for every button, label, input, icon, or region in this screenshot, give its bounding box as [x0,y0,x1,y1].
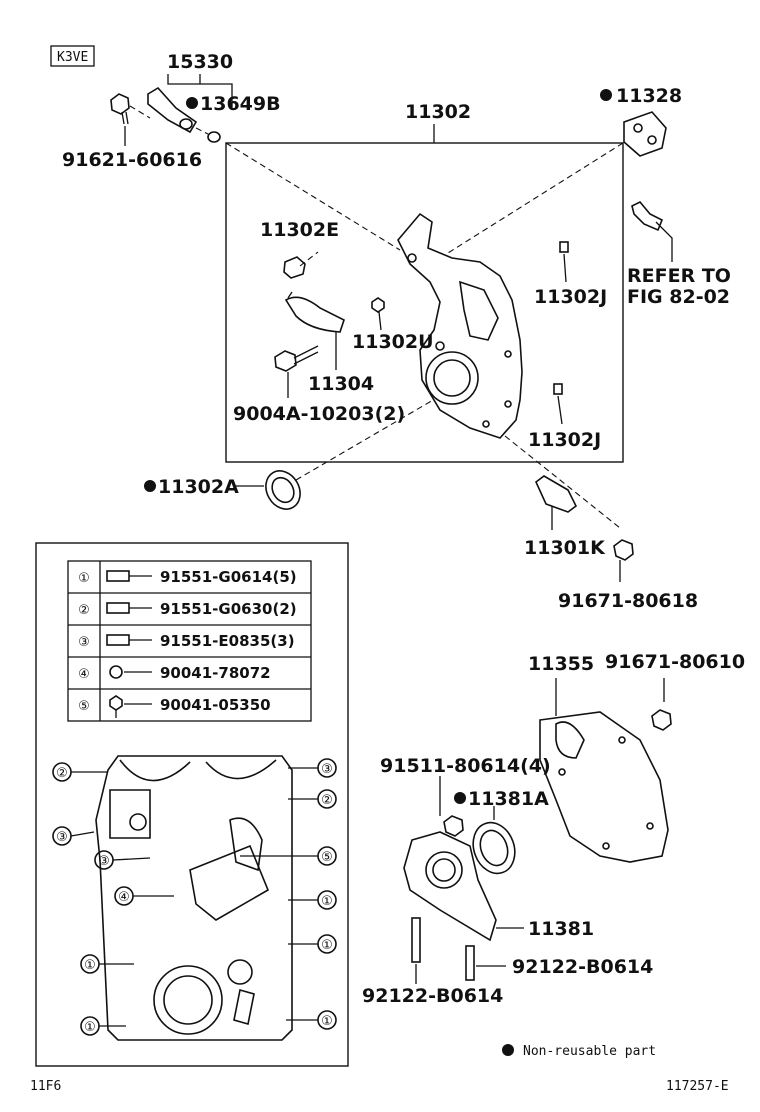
svg-text:②: ② [56,766,68,781]
label-11302[interactable]: 11302 [405,101,471,123]
nut-11302u [371,297,385,331]
guide-11304 [284,291,345,370]
label-92122-b0614-a[interactable]: 92122-B0614 [362,985,503,1007]
dowel-pin-top [559,241,569,283]
callout-3-right-top[interactable]: ③ [288,758,337,778]
label-11302e[interactable]: 11302E [260,219,339,241]
label-11381[interactable]: 11381 [528,918,594,940]
label-11302a[interactable]: 11302A [158,476,239,498]
callout-1-b[interactable]: ① [288,934,337,954]
refer-line-1[interactable]: REFER TO [627,265,731,287]
bolt-91511 [439,776,464,837]
timing-cover-frame [225,142,624,463]
non-reusable-dot [144,480,156,492]
row-3-num: ③ [78,635,90,650]
row-1-part: 91551-G0614(5) [160,568,297,586]
refer-line-2[interactable]: FIG 82-02 [627,286,730,308]
label-11381a[interactable]: 11381A [468,788,549,810]
bolt-91671-80618 [613,539,634,582]
label-92122-b0614-b[interactable]: 92122-B0614 [512,956,653,978]
svg-text:①: ① [84,1020,96,1035]
label-91511-80614[interactable]: 91511-80614(4) [380,755,551,777]
footer-right: 117257-E [666,1079,729,1094]
label-11302j-top[interactable]: 11302J [534,286,607,308]
timing-cover-front-view [95,755,293,1041]
label-91671-80618[interactable]: 91671-80618 [558,590,698,612]
callout-5[interactable]: ⑤ [240,846,337,866]
bolt-row-5[interactable]: ⑤ 90041-05350 [78,695,271,718]
seal-11381a [472,806,516,875]
detail-frame [35,542,349,1067]
engine-code-box [50,45,95,67]
stud-left [411,917,421,984]
bolt-row-2[interactable]: ② 91551-G0630(2) [78,600,296,618]
row-4-num: ④ [78,667,90,682]
callout-2-left[interactable]: ② [52,762,108,782]
label-13649b[interactable]: 13649B [200,93,281,115]
callout-3-left[interactable]: ③ [52,826,95,846]
svg-text:①: ① [321,1014,333,1029]
oil-seal-11302a [265,470,301,510]
timing-cover-part [397,212,523,439]
label-11302j-bottom[interactable]: 11302J [528,429,601,451]
cover-11355 [539,711,669,863]
callout-4[interactable]: ④ [114,886,174,906]
legend-text: Non-reusable part [523,1044,656,1059]
svg-text:①: ① [321,894,333,909]
row-3-part: 91551-E0835(3) [160,632,295,650]
label-11301k[interactable]: 11301K [524,537,606,559]
stud-right [465,945,506,981]
label-11304[interactable]: 11304 [308,373,374,395]
ocv-assembly [110,86,221,143]
svg-text:③: ③ [321,762,333,777]
callout-3-mid[interactable]: ③ [94,850,151,870]
dowel-pin-bottom [553,383,563,425]
bolt-91671-80610 [651,678,672,731]
label-11302u[interactable]: 11302U [352,331,434,353]
row-2-num: ② [78,603,90,618]
refer-part [631,201,673,262]
label-91671-80610[interactable]: 91671-80610 [605,651,745,673]
plug-11302e [283,251,319,279]
non-reusable-dot [600,89,612,101]
callout-1-c[interactable]: ① [80,954,134,974]
label-91621-60616[interactable]: 91621-60616 [62,149,202,171]
svg-text:①: ① [84,958,96,973]
row-4-part: 90041-78072 [160,664,271,682]
svg-text:①: ① [321,938,333,953]
bolt-row-1[interactable]: ① 91551-G0614(5) [78,568,296,586]
detail-callouts: ② ③ ② ③ ③ ⑤ ④ [52,758,337,1036]
non-reusable-dot [186,97,198,109]
callout-2-right[interactable]: ② [288,789,337,809]
row-1-num: ① [78,571,90,586]
retainer-11381 [403,831,524,942]
svg-text:③: ③ [98,854,110,869]
callout-1-a[interactable]: ① [288,890,337,910]
svg-text:④: ④ [118,890,130,905]
bolt-9004a [274,345,319,398]
label-11355[interactable]: 11355 [528,653,594,675]
label-11328[interactable]: 11328 [616,85,682,107]
label-9004a-10203[interactable]: 9004A-10203(2) [233,403,405,425]
non-reusable-dot [502,1044,514,1056]
svg-text:②: ② [321,793,333,808]
row-2-part: 91551-G0630(2) [160,600,297,618]
row-5-part: 90041-05350 [160,696,271,714]
callout-1-e[interactable]: ① [286,1010,337,1030]
svg-text:③: ③ [56,830,68,845]
footer-left: 11F6 [30,1079,61,1094]
gasket-11328 [623,111,667,157]
bolt-row-3[interactable]: ③ 91551-E0835(3) [78,632,294,650]
callout-1-d[interactable]: ① [80,1016,126,1036]
sensor-11301k [535,475,578,530]
bolt-table: ① 91551-G0614(5) ② 91551-G0630(2) ③ 9155… [67,560,312,722]
row-5-num: ⑤ [78,699,90,714]
engine-code: K3VE [57,50,88,65]
svg-text:⑤: ⑤ [321,850,333,865]
bolt-row-4[interactable]: ④ 90041-78072 [78,664,270,682]
label-15330[interactable]: 15330 [167,51,233,73]
non-reusable-dot [454,792,466,804]
